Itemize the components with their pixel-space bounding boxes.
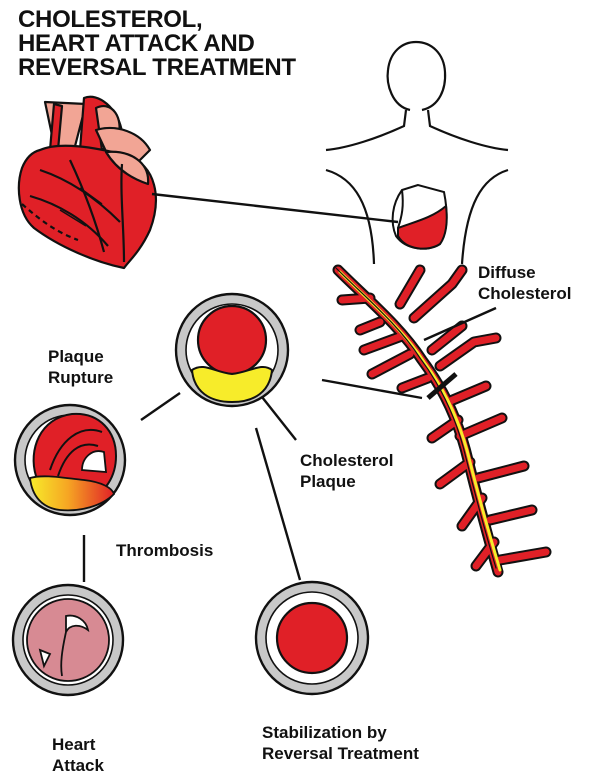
- label-plaque-rupture-line-1: Plaque: [48, 346, 113, 367]
- title-line-3: REVERSAL TREATMENT: [18, 56, 296, 80]
- label-heart-attack-line-2: Attack: [52, 755, 104, 776]
- diagram-title: CHOLESTEROL, HEART ATTACK AND REVERSAL T…: [18, 8, 296, 80]
- cross-section-stabilized: [256, 582, 368, 694]
- large-heart-illustration: [19, 97, 156, 268]
- label-thrombosis: Thrombosis: [116, 540, 213, 561]
- cross-section-heart-attack: [13, 585, 123, 695]
- cross-section-plaque-rupture: [15, 405, 125, 515]
- label-stabilization: Stabilization by Reversal Treatment: [262, 722, 419, 764]
- label-plaque-rupture-line-2: Rupture: [48, 367, 113, 388]
- chest-heart: [393, 185, 447, 249]
- label-cholesterol-plaque: Cholesterol Plaque: [300, 450, 394, 492]
- label-heart-attack-line-1: Heart: [52, 734, 104, 755]
- label-diffuse-line-1: Diffuse: [478, 262, 572, 283]
- label-cholesterol-plaque-line-2: Plaque: [300, 471, 394, 492]
- title-line-2: HEART ATTACK AND: [18, 32, 296, 56]
- label-plaque-rupture: Plaque Rupture: [48, 346, 113, 388]
- cross-section-cholesterol-plaque: [176, 294, 288, 406]
- label-cholesterol-plaque-line-1: Cholesterol: [300, 450, 394, 471]
- label-diffuse-cholesterol: Diffuse Cholesterol: [478, 262, 572, 304]
- title-line-1: CHOLESTEROL,: [18, 8, 296, 32]
- label-diffuse-line-2: Cholesterol: [478, 283, 572, 304]
- label-stabilization-line-1: Stabilization by: [262, 722, 419, 743]
- label-heart-attack: Heart Attack: [52, 734, 104, 776]
- coronary-artery: [336, 268, 546, 572]
- label-stabilization-line-2: Reversal Treatment: [262, 743, 419, 764]
